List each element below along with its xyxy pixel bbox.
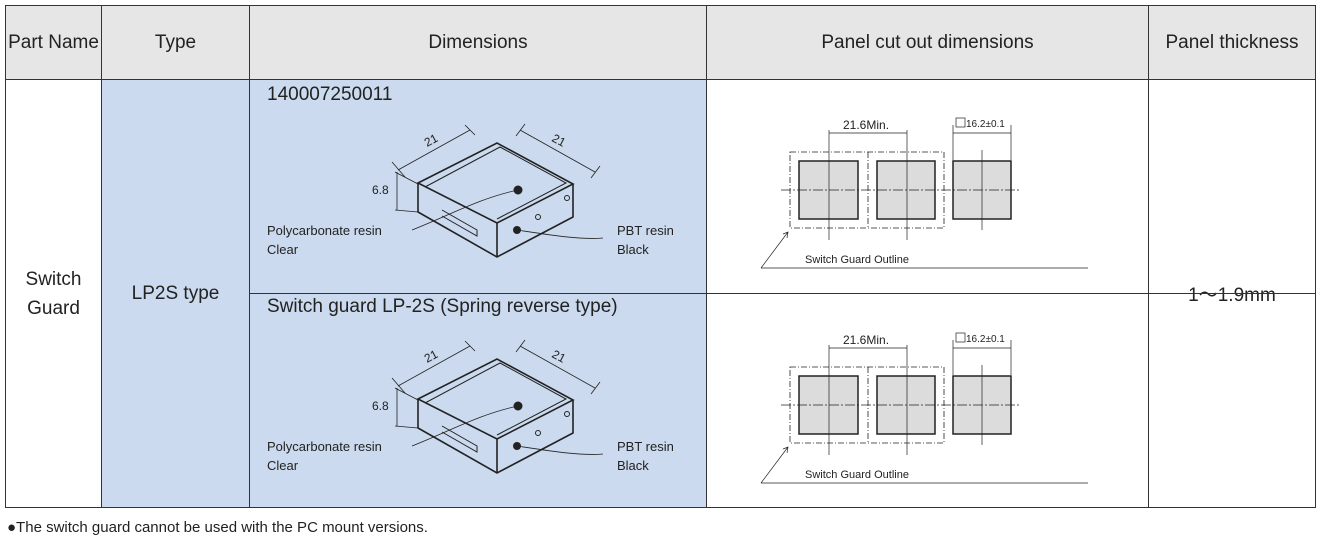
pitch-label: 21.6Min. xyxy=(843,333,889,347)
panel-cutout-drawing: 21.6Min. 16.2±0.1 Switch Guard Outline xyxy=(760,332,1088,484)
outline-label: Switch Guard Outline xyxy=(805,469,909,481)
part-name-cell: Switch Guard xyxy=(5,79,102,508)
material-1-color: Clear xyxy=(267,242,299,257)
dim-depth-label: 21 xyxy=(550,131,569,150)
dim-depth-label: 21 xyxy=(550,347,569,366)
header-dimensions: Dimensions xyxy=(249,5,707,80)
material-1-label: Polycarbonate resin xyxy=(267,223,382,238)
outline-label: Switch Guard Outline xyxy=(805,254,909,266)
square-size-label: 16.2±0.1 xyxy=(966,119,1005,130)
switch-guard-drawing: 21 21 6.8 Polycarbonate resin Clear PBT … xyxy=(267,339,674,474)
dim-height-label: 6.8 xyxy=(372,183,389,197)
material-2-label: PBT resin xyxy=(617,223,674,238)
material-2-color: Black xyxy=(617,458,649,473)
material-1-color: Clear xyxy=(267,458,299,473)
footnote: ●The switch guard cannot be used with th… xyxy=(7,519,428,536)
switch-guard-drawing: 21 21 6.8 Polycarbonate resin Clear PBT … xyxy=(267,123,674,258)
material-2-color: Black xyxy=(617,242,649,257)
dim-width-label: 21 xyxy=(422,347,441,366)
dim-height-label: 6.8 xyxy=(372,399,389,413)
box-outline xyxy=(416,142,575,258)
header-panel-thickness: Panel thickness xyxy=(1148,5,1316,80)
panel-cutout-drawing: 21.6Min. 16.2±0.1 Switch Guard Outline xyxy=(760,117,1088,269)
dim-width-label: 21 xyxy=(422,131,441,150)
header-panel-cutout: Panel cut out dimensions xyxy=(706,5,1149,80)
header-part-name: Part Name xyxy=(5,5,102,80)
header-type: Type xyxy=(101,5,250,80)
material-1-label: Polycarbonate resin xyxy=(267,439,382,454)
variant-caption: Switch guard LP-2S (Spring reverse type) xyxy=(267,296,618,317)
type-cell: LP2S type xyxy=(101,79,250,508)
square-size-label: 16.2±0.1 xyxy=(966,334,1005,345)
row-divider xyxy=(249,293,1316,294)
variant-caption: 140007250011 xyxy=(267,84,393,105)
material-2-label: PBT resin xyxy=(617,439,674,454)
pitch-label: 21.6Min. xyxy=(843,118,889,132)
box-outline xyxy=(416,358,575,474)
